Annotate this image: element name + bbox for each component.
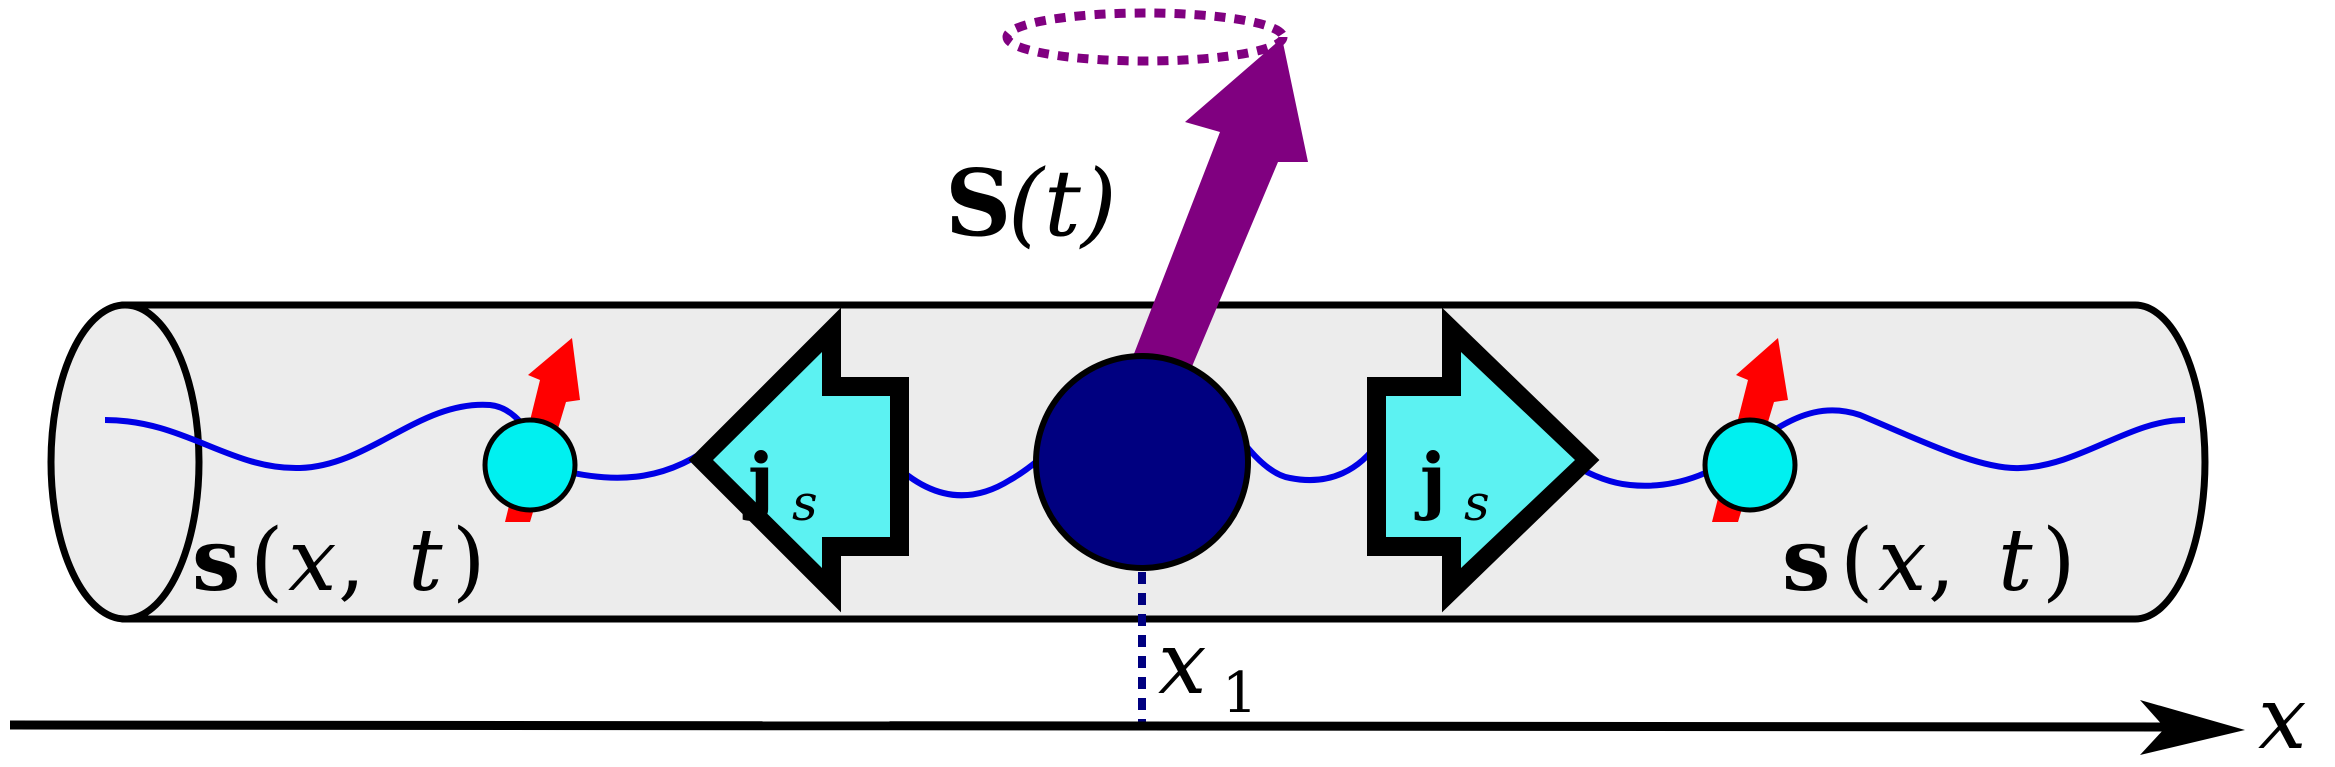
spin-density-sep-left: , (338, 511, 365, 611)
electron-right (1702, 338, 1798, 522)
spin-density-open-right: ( (1840, 511, 1874, 611)
spin-density-t-right: t (1998, 511, 2033, 611)
spin-density-label-right: s ( x , t ) (1782, 510, 2076, 611)
spin-current-arrow-left: j s (688, 307, 909, 613)
big-spin-arrow (1118, 38, 1308, 395)
x-axis: x (9, 669, 2307, 767)
current-symbol-right: j (1414, 437, 1446, 522)
current-symbol-left: j (742, 437, 774, 522)
position-symbol: x (1158, 614, 1207, 714)
spin-density-open-left: ( (250, 511, 284, 611)
spin-density-t-left: t (408, 511, 443, 611)
spin-density-x-left: x (288, 511, 337, 611)
axis-label: x (2258, 669, 2307, 767)
axis-arrowhead-icon (2140, 700, 2245, 755)
precession-ellipse (1002, 8, 1288, 66)
position-sub: 1 (1222, 661, 1258, 726)
tube-end-left (47, 301, 203, 623)
spin-current-arrow-right: j s (1367, 307, 1600, 613)
current-sub-left: s (792, 474, 818, 532)
spin-density-sep-right: , (1928, 511, 1955, 611)
current-sub-right: s (1464, 474, 1490, 532)
spin-density-close-left: ) (452, 511, 486, 611)
big-spin-label: S (t) (945, 149, 1117, 257)
magnetic-impurity (1033, 353, 1251, 571)
spin-density-x-right: x (1878, 511, 1927, 611)
spin-density-symbol-left: s (192, 510, 240, 611)
spin-density-close-right: ) (2042, 511, 2076, 611)
electron-left (482, 338, 580, 522)
spin-density-symbol-right: s (1782, 510, 1830, 611)
big-spin-arg: (t) (1008, 150, 1117, 257)
big-spin-symbol: S (945, 149, 1011, 257)
spin-density-label-left: s ( x , t ) (192, 510, 486, 611)
